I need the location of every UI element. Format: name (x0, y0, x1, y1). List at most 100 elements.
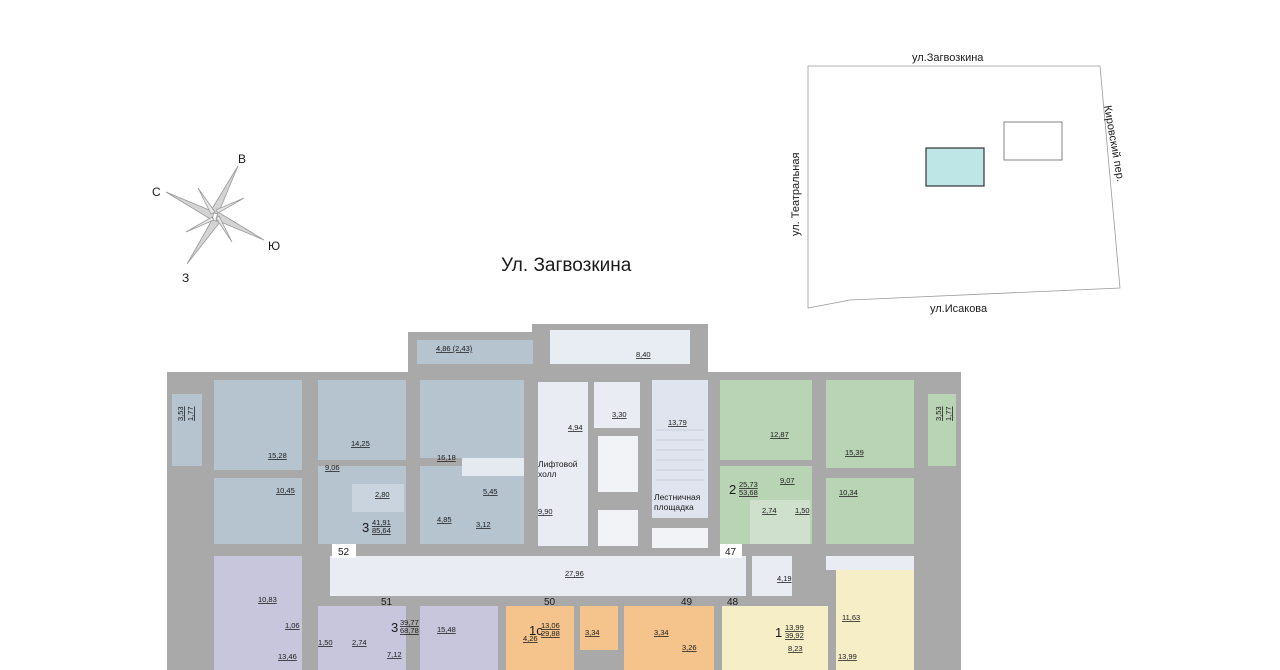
area-r12: 13,79 (668, 418, 687, 427)
compass-north-label: С (152, 185, 161, 199)
site-plan: ул.Загвозкина ул. Театральная Кировский … (790, 52, 1126, 315)
apt-living-50: 13,06 (541, 621, 560, 630)
apt-rooms-52: 3 (362, 520, 369, 535)
room-3-30 (594, 382, 640, 428)
area-loggia-left-b: 1,77 (186, 406, 195, 421)
bath-52 (462, 458, 524, 476)
area-balcony-left: 4,86 (2,43) (436, 344, 473, 353)
area-r32: 3,34 (654, 628, 669, 637)
apt-total-47: 53,68 (739, 488, 758, 497)
apt-number-50: 50 (544, 597, 556, 608)
lift-shaft-2 (598, 510, 638, 546)
kitchen-48 (826, 556, 914, 570)
area-r14: 12,87 (770, 430, 789, 439)
apt-number-47: 47 (725, 547, 737, 558)
area-r29: 15,48 (437, 625, 456, 634)
area-r23: 10,83 (258, 595, 277, 604)
area-r11: 3,30 (612, 410, 627, 419)
area-r10: 4,94 (568, 423, 583, 432)
compass-west-label: З (182, 271, 189, 285)
area-loggia-right-a: 3,53 (934, 406, 943, 421)
lift-shaft-1 (598, 436, 638, 492)
neighbor-building (1003, 121, 1063, 161)
apt-number-52: 52 (338, 547, 350, 558)
area-r2: 10,45 (276, 486, 295, 495)
area-r8: 4,85 (437, 515, 452, 524)
apartment-49[interactable] (624, 606, 714, 670)
stair-landing (652, 528, 708, 548)
lift-hall-label-1: Лифтовой (538, 459, 578, 469)
loggia-right (928, 394, 956, 466)
lift-hall-label-2: холл (538, 469, 557, 479)
stair-steps (656, 429, 704, 481)
area-r13: 9,90 (538, 507, 553, 516)
area-r17: 10,34 (839, 488, 858, 497)
apt-total-50: 29,88 (541, 629, 560, 638)
bathroom-52 (352, 484, 404, 512)
area-loggia-right-b: 1,77 (944, 406, 953, 421)
area-r28: 7,12 (387, 650, 402, 659)
site-boundary (807, 65, 1121, 309)
area-r18: 2,74 (762, 506, 777, 515)
apt-rooms-47: 2 (729, 482, 736, 497)
area-balcony-right: 8,40 (636, 350, 651, 359)
apt-total-48: 39,92 (785, 631, 804, 640)
main-street-label: Ул. Загвозкина (501, 255, 632, 276)
area-r21: 4,19 (777, 574, 792, 583)
bathroom-48 (752, 556, 792, 596)
area-r19: 1,50 (795, 506, 810, 515)
apt-rooms-50: 1с (529, 623, 543, 638)
apt-living-51: 39,77 (400, 618, 419, 627)
street-left-label: ул. Театральная (790, 153, 802, 236)
apt-total-51: 68,78 (400, 626, 419, 635)
apt-living-48: 13,99 (785, 623, 804, 632)
bathroom-47 (750, 500, 810, 544)
area-r26: 1,50 (318, 638, 333, 647)
balcony-left (417, 340, 533, 364)
area-r16: 15,39 (845, 448, 864, 457)
area-r27: 2,74 (352, 638, 367, 647)
area-r20: 27,96 (565, 569, 584, 578)
area-r25: 13,46 (278, 652, 297, 661)
area-r1: 15,28 (268, 451, 287, 460)
room-areas: 4,86 (2,43) 8,40 3,53 1,77 3,53 1,77 15,… (176, 344, 953, 661)
stair-label-2: площадка (654, 502, 694, 512)
compass-south-label: Ю (268, 239, 280, 253)
apt-rooms-51: 3 (391, 620, 398, 635)
street-bottom-label: ул.Исакова (930, 303, 988, 315)
loggia-left (172, 394, 202, 466)
area-r15: 9,07 (780, 476, 795, 485)
apartment-48[interactable] (722, 570, 914, 670)
area-r22: 11,63 (842, 613, 860, 622)
area-r7: 5,45 (483, 487, 498, 496)
stair-label-1: Лестничная (654, 492, 701, 502)
area-r34: 8,23 (788, 644, 803, 653)
area-r5: 2,80 (375, 490, 390, 499)
area-r30: 4,26 (523, 634, 538, 643)
compass-icon (165, 165, 265, 265)
balcony-right (550, 330, 690, 364)
apt-living-47: 25,73 (739, 480, 758, 489)
apartment-50[interactable] (506, 606, 618, 670)
area-r4: 9,06 (325, 463, 340, 472)
compass-rose: В С Ю З (152, 152, 280, 285)
area-r31: 3,34 (585, 628, 600, 637)
area-r24: 1,06 (285, 621, 300, 630)
area-r33: 3,26 (682, 643, 697, 652)
apartment-51[interactable] (214, 556, 498, 670)
compass-east-label: В (238, 152, 246, 166)
area-loggia-left-a: 3,53 (176, 406, 185, 421)
corridor (330, 556, 746, 596)
area-r35: 13,99 (838, 652, 857, 661)
lift-hall (538, 382, 588, 546)
building-marker (925, 147, 985, 187)
apt-number-49: 49 (681, 597, 693, 608)
apt-number-48: 48 (727, 597, 739, 608)
apt-number-51: 51 (381, 597, 393, 608)
area-r3: 14,25 (351, 439, 370, 448)
street-top-label: ул.Загвозкина (912, 52, 984, 64)
street-right-label: Кировский пер. (1101, 104, 1126, 182)
area-r6: 16,18 (437, 453, 456, 462)
staircase (652, 380, 708, 518)
